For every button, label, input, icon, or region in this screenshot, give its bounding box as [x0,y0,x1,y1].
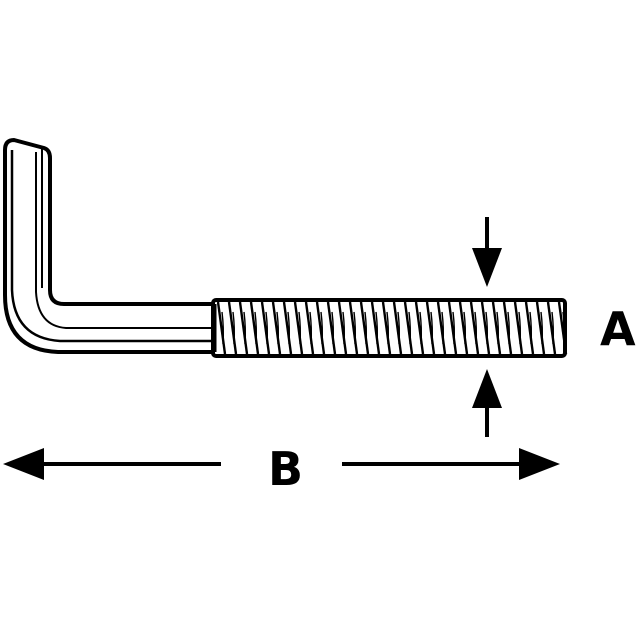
thread-root [287,311,291,345]
thread-root [375,311,379,345]
thread-root [452,311,456,345]
thread-crest [271,301,282,355]
thread-crest [502,301,513,355]
thread-crest [326,301,337,355]
thread-crest [392,301,403,355]
thread-crest [249,301,260,355]
thread-root [276,311,280,345]
thread-crest [425,301,436,355]
thread-crest [436,301,447,355]
thread-crest [535,301,546,355]
hook-shank [3,138,217,354]
thread-root [463,311,467,345]
thread-root [298,311,302,345]
thread-crest [557,301,568,355]
thread-crest [381,301,392,355]
thread-crest [458,301,469,355]
thread-crest [546,301,557,355]
thread-crest [480,301,491,355]
thread-root [320,311,324,345]
thread-root [254,311,258,345]
thread-root [551,311,555,345]
dimension-a-top-arrowhead [472,248,502,287]
thread-crest [337,301,348,355]
thread-crest [216,301,227,355]
thread-crest [315,301,326,355]
hook-shank-outline [3,138,217,354]
thread-crest [359,301,370,355]
thread-root [221,311,225,345]
thread-lines [216,301,568,355]
thread-crest [524,301,535,355]
thread-root [529,311,533,345]
thread-crest [403,301,414,355]
thread-root [496,311,500,345]
thread-root [265,311,269,345]
thread-crest [414,301,425,355]
thread-root [331,311,335,345]
thread-root [419,311,423,345]
threaded-end [211,298,568,358]
dimension-b: B [3,442,560,496]
thread-root [474,311,478,345]
thread-root [441,311,445,345]
thread-root [397,311,401,345]
dimension-a-label: A [600,302,636,356]
thread-root [342,311,346,345]
dimension-a: A [472,217,636,437]
thread-crest [238,301,249,355]
thread-crest [469,301,480,355]
thread-root [507,311,511,345]
thread-root [232,311,236,345]
thread-crest [513,301,524,355]
thread-root [364,311,368,345]
thread-crest [260,301,271,355]
dimension-b-left-arrowhead [3,448,44,480]
dimension-b-right-arrowhead [519,448,560,480]
thread-crest [447,301,458,355]
thread-root [518,311,522,345]
thread-crest [293,301,304,355]
hook-shank-highlight-inner [35,152,212,329]
thread-root [309,311,313,345]
hook-shank-highlight-outer [10,150,212,343]
dimension-b-label: B [268,442,303,496]
thread-crest [348,301,359,355]
thread-root [243,311,247,345]
thread-root [485,311,489,345]
thread-crest [282,301,293,355]
thread-root [353,311,357,345]
thread-root [408,311,412,345]
thread-root [562,311,566,345]
thread-root [540,311,544,345]
thread-crest [304,301,315,355]
thread-root [386,311,390,345]
thread-root [430,311,434,345]
thread-crest [370,301,381,355]
thread-crest [491,301,502,355]
thread-crest [227,301,238,355]
dimension-a-bottom-arrowhead [472,369,502,408]
